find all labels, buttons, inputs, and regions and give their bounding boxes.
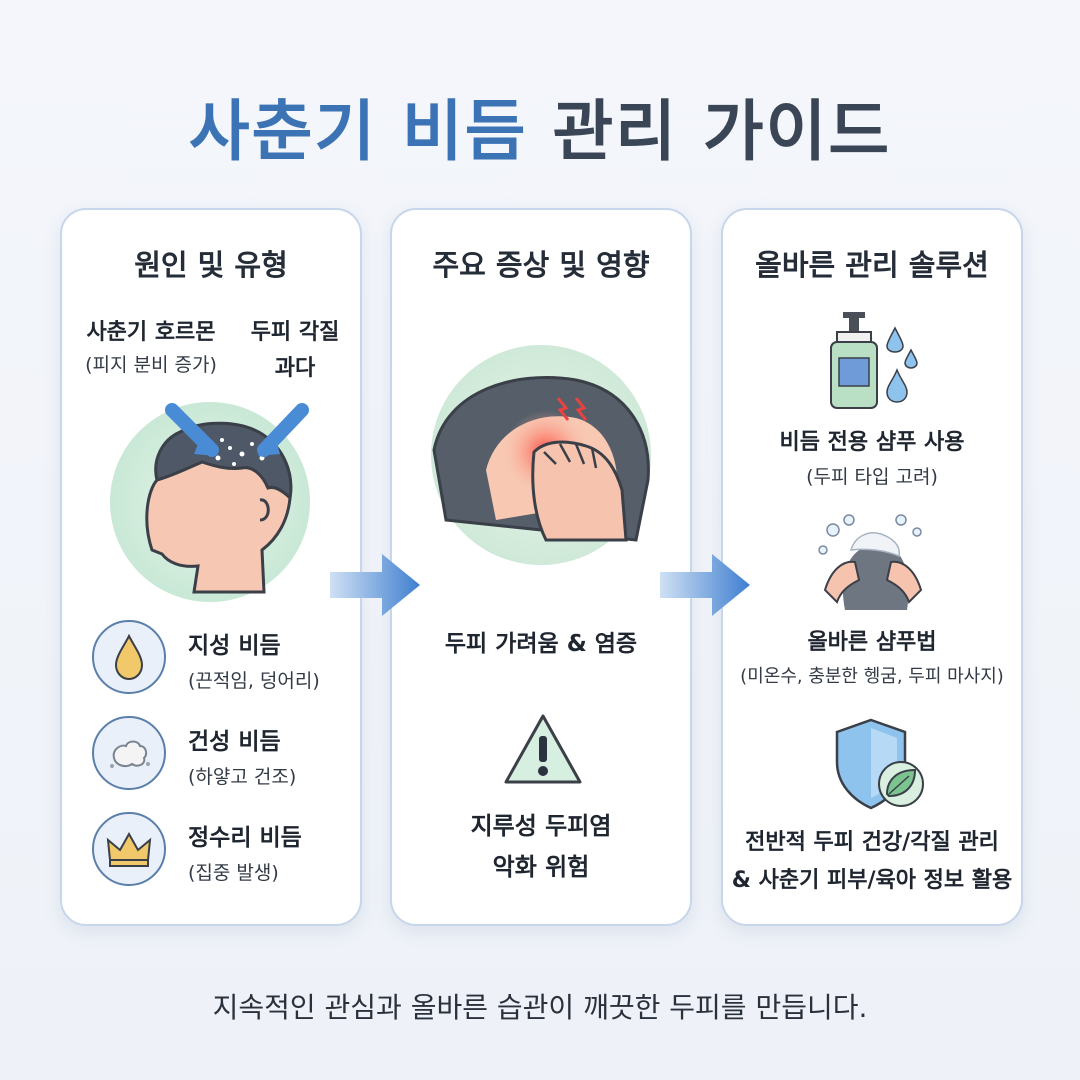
solution-shampoo: 비듬 전용 샴푸 사용 (두피 타입 고려): [723, 424, 1021, 489]
oil-drop-icon: [92, 620, 166, 694]
causes-types-card: 원인 및 유형 사춘기 호르몬 (피지 분비 증가) 두피 각질 과다: [60, 208, 362, 926]
solution-overall-line2: & 사춘기 피부/육아 정보 활용: [731, 868, 1013, 893]
cause-hormone-detail: (피지 분비 증가): [85, 354, 217, 376]
solution-shampoo-label: 비듬 전용 샴푸 사용: [779, 430, 965, 455]
cause-scalp-flakes: 두피 각질 과다: [240, 314, 350, 382]
type-crown-dandruff: 정수리 비듬 (집중 발생): [92, 812, 352, 886]
type-dry-dandruff: 건성 비듬 (하얗고 건조): [92, 716, 352, 790]
type-dry-label: 건성 비듬: [188, 729, 281, 755]
warning-icon: [504, 714, 582, 784]
shampoo-bottle-icon: [830, 312, 918, 409]
solution-overall-care: 전반적 두피 건강/각질 관리 & 사춘기 피부/육아 정보 활용: [723, 824, 1021, 894]
type-oily-dandruff: 지성 비듬 (끈적임, 덩어리): [92, 620, 352, 694]
cause-hormone-label: 사춘기 호르몬: [86, 320, 216, 345]
type-crown-desc: (집중 발생): [188, 862, 279, 884]
flow-arrow-icon: [660, 554, 750, 616]
page-title: 사춘기 비듬 관리 가이드: [0, 78, 1080, 174]
risk-line2: 악화 위험: [492, 853, 590, 881]
flow-arrow-icon: [330, 554, 420, 616]
solution-wash-method: 올바른 샴푸법 (미온수, 충분한 헹굼, 두피 마사지): [723, 624, 1021, 688]
crown-icon: [92, 812, 166, 886]
risk-line1: 지루성 두피염: [470, 812, 612, 840]
type-dry-desc: (하얗고 건조): [188, 766, 297, 788]
title-accent: 사춘기 비듬: [188, 93, 528, 170]
symptoms-card: 주요 증상 및 영향 두피 가려움 & 염증 지루성 두피염 악화 위험: [390, 208, 692, 926]
solutions-card: 올바른 관리 솔루션 비듬 전용 샴푸 사용 (두피 타입 고려) 올바른 샴푸…: [721, 208, 1023, 926]
cause-hormone: 사춘기 호르몬 (피지 분비 증가): [76, 314, 226, 377]
cause-flakes-line1: 두피 각질: [250, 320, 340, 345]
card-title-causes: 원인 및 유형: [134, 248, 288, 282]
solution-shampoo-desc: (두피 타입 고려): [806, 466, 938, 488]
solution-wash-label: 올바른 샴푸법: [807, 630, 937, 655]
solution-wash-desc: (미온수, 충분한 헹굼, 두피 마사지): [740, 666, 1004, 687]
solution-overall-line1: 전반적 두피 건강/각질 관리: [745, 830, 999, 855]
card-title-symptoms: 주요 증상 및 영향: [432, 248, 650, 282]
type-oily-desc: (끈적임, 덩어리): [188, 670, 320, 692]
card-title-solutions: 올바른 관리 솔루션: [755, 248, 989, 282]
cause-flakes-line2: 과다: [274, 356, 316, 381]
type-crown-label: 정수리 비듬: [188, 825, 302, 851]
risk-seborrheic: 지루성 두피염 악화 위험: [392, 806, 690, 882]
footer-message: 지속적인 관심과 올바른 습관이 깨끗한 두피를 만듭니다.: [212, 991, 868, 1024]
shield-leaf-icon: [835, 718, 924, 810]
dry-flake-icon: [92, 716, 166, 790]
type-oily-label: 지성 비듬: [188, 633, 281, 659]
head-profile-icon: [110, 402, 310, 602]
title-rest: 관리 가이드: [552, 93, 892, 170]
hair-washing-icon: [818, 514, 923, 610]
symptom-itch-inflammation: 두피 가려움 & 염증: [444, 631, 638, 657]
itchy-scalp-icon: [431, 345, 651, 565]
